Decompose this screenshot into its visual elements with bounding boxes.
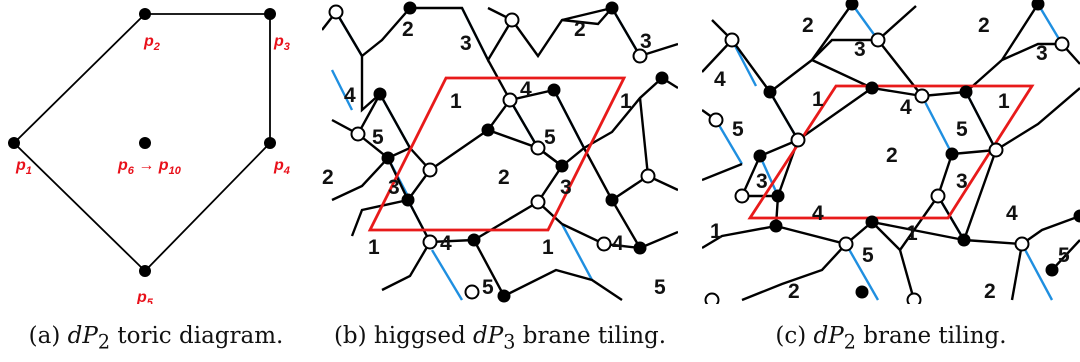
svg-text:2: 2 <box>574 18 586 41</box>
svg-text:2: 2 <box>498 166 510 189</box>
caption-c: (c) dP2 brane tiling. <box>775 323 1007 354</box>
toric-point-p4 <box>264 137 276 149</box>
svg-text:2: 2 <box>886 144 898 167</box>
svg-text:4: 4 <box>520 78 532 101</box>
svg-text:4: 4 <box>440 232 452 255</box>
face-labels: 2 2 3 3 4 4 1 1 5 5 2 2 3 3 1 4 1 4 5 5 <box>322 18 666 299</box>
svg-text:4: 4 <box>900 96 912 119</box>
svg-text:5: 5 <box>544 126 556 149</box>
point-label-p3: p3 <box>273 33 290 53</box>
point-label-p2: p2 <box>143 33 160 53</box>
svg-text:3: 3 <box>640 30 652 53</box>
toric-point-p3 <box>264 8 276 20</box>
higgsed-tiling-panel: 2 2 3 3 4 4 1 1 5 5 2 2 3 3 1 4 1 4 5 5 <box>322 0 678 304</box>
white-nodes <box>704 32 1070 304</box>
svg-text:5: 5 <box>1058 244 1070 267</box>
svg-text:5: 5 <box>482 276 494 299</box>
point-label-p6-p10: p6 → p10 <box>117 157 182 177</box>
svg-text:4: 4 <box>812 202 824 225</box>
toric-polygon <box>12 13 271 273</box>
svg-text:3: 3 <box>388 176 400 199</box>
svg-text:1: 1 <box>812 88 824 111</box>
toric-point-p2 <box>139 8 151 20</box>
svg-text:2: 2 <box>402 18 414 41</box>
svg-text:5: 5 <box>732 118 744 141</box>
svg-text:2: 2 <box>322 166 334 189</box>
caption-b: (b) higgsed dP3 brane tiling. <box>333 323 667 354</box>
svg-text:2: 2 <box>984 280 996 303</box>
point-label-p4: p4 <box>273 157 290 177</box>
svg-text:3: 3 <box>1036 42 1048 65</box>
svg-text:1: 1 <box>710 220 722 243</box>
svg-text:4: 4 <box>714 68 726 91</box>
svg-text:3: 3 <box>460 32 472 55</box>
svg-text:5: 5 <box>654 276 666 299</box>
toric-point-p6 <box>139 137 151 149</box>
svg-text:5: 5 <box>956 118 968 141</box>
caption-a: (a) dP2 toric diagram. <box>28 323 284 354</box>
unit-cell <box>367 76 627 232</box>
toric-point-p1 <box>8 137 20 149</box>
svg-text:1: 1 <box>620 90 632 113</box>
svg-text:3: 3 <box>956 170 968 193</box>
point-label-p5: p5 <box>136 289 154 304</box>
dp2-tiling-panel: 2 2 3 3 4 4 1 1 5 5 2 3 3 4 1 4 1 5 5 2 … <box>702 0 1080 304</box>
svg-text:5: 5 <box>862 244 874 267</box>
toric-point-p5 <box>139 265 151 277</box>
face-labels: 2 2 3 3 4 4 1 1 5 5 2 3 3 4 1 4 1 5 5 2 … <box>710 14 1070 303</box>
svg-text:2: 2 <box>978 14 990 37</box>
point-label-p1: p1 <box>15 157 32 177</box>
toric-diagram: p1 p2 p3 p4 p5 p6 → p10 <box>8 8 290 304</box>
white-nodes <box>328 4 656 300</box>
dp2-brane-tiling: 2 2 3 3 4 4 1 1 5 5 2 3 3 4 1 4 1 5 5 2 … <box>702 0 1080 304</box>
toric-diagram-panel: p1 p2 p3 p4 p5 p6 → p10 <box>0 0 306 304</box>
svg-text:3: 3 <box>560 176 572 199</box>
svg-text:4: 4 <box>612 232 624 255</box>
black-nodes <box>753 0 1080 299</box>
svg-text:2: 2 <box>788 280 800 303</box>
svg-text:2: 2 <box>802 14 814 37</box>
svg-text:1: 1 <box>450 90 462 113</box>
svg-text:3: 3 <box>756 170 768 193</box>
svg-text:5: 5 <box>372 126 384 149</box>
svg-text:1: 1 <box>998 90 1010 113</box>
svg-text:3: 3 <box>854 38 866 61</box>
svg-text:4: 4 <box>1006 202 1018 225</box>
svg-text:1: 1 <box>542 236 554 259</box>
svg-text:4: 4 <box>344 84 356 107</box>
svg-text:1: 1 <box>368 236 380 259</box>
higgsed-brane-tiling: 2 2 3 3 4 4 1 1 5 5 2 2 3 3 1 4 1 4 5 5 <box>322 1 678 303</box>
black-nodes <box>373 1 669 303</box>
svg-text:1: 1 <box>906 222 918 245</box>
